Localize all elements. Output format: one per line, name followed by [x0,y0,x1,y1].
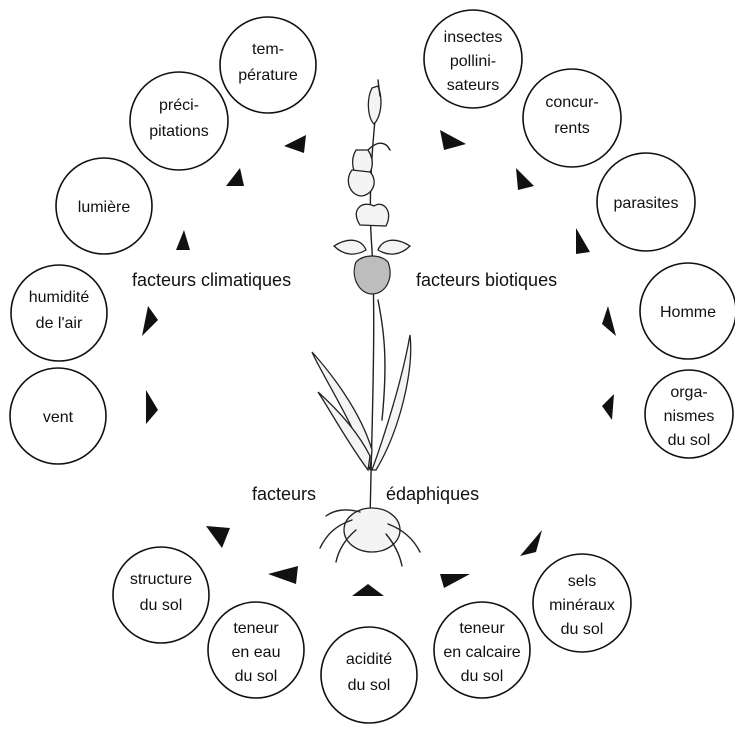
factor-label: sateurs [447,77,499,94]
factor-circle-parasites: parasites [597,153,695,251]
factor-label: minéraux [549,597,615,614]
factor-label: du sol [461,668,504,685]
factor-label: lumière [78,199,131,216]
factor-label: structure [130,571,192,588]
factor-label: en eau [232,644,281,661]
factor-label: acidité [346,651,392,668]
factor-label: orga- [670,384,707,401]
factor-label: du sol [561,621,604,638]
factor-label: de l'air [36,315,83,332]
arrow-precipitations [226,168,244,186]
factor-label: pérature [238,67,298,84]
climatic-factors-label: facteurs climatiques [132,270,291,290]
arrow-temperature [284,135,306,153]
arrow-vent [146,390,158,424]
factor-circle-insectes: insectes pollini- sateurs [424,10,522,108]
factor-circle-teneur-eau: teneur en eau du sol [208,602,304,698]
edaphic-factors-label-right: édaphiques [386,484,479,504]
arrow-lumiere [176,230,190,250]
factor-label: du sol [235,668,278,685]
biotic-factors-label: facteurs biotiques [416,270,557,290]
factor-label: tem- [252,41,284,58]
factor-circle-organismes: orga- nismes du sol [645,370,733,458]
factor-label: du sol [140,597,183,614]
factor-label: du sol [348,677,391,694]
factor-label: teneur [459,620,505,637]
arrow-parasites [576,228,590,254]
factor-circle-vent: vent [10,368,106,464]
edaphic-factors-label-left: facteurs [252,484,316,504]
arrow-homme [602,306,616,336]
factor-circle-precipitations: préci- pitations [130,72,228,170]
factor-label: Homme [660,304,716,321]
factor-label: sels [568,573,596,590]
factor-label: en calcaire [443,644,520,661]
factor-label: préci- [159,97,199,114]
factor-circle-concurrents: concur- rents [523,69,621,167]
factor-label: pollini- [450,53,496,70]
factor-label: concur- [545,94,598,111]
factor-circle-homme: Homme [640,263,735,359]
factor-label: insectes [444,29,503,46]
arrow-insectes [440,130,466,150]
factor-label: vent [43,409,74,426]
factor-label: humidité [29,289,90,306]
arrow-organismes [602,394,614,420]
arrow-sels [520,530,542,556]
factor-label: teneur [233,620,279,637]
factor-circle-temperature: tem- pérature [220,17,316,113]
arrow-structure [206,526,230,548]
arrow-concurrents [516,168,534,190]
factor-circle-structure: structure du sol [113,547,209,643]
factor-label: rents [554,120,590,137]
factor-label: du sol [668,432,711,449]
factor-circle-teneur-calcaire: teneur en calcaire du sol [434,602,530,698]
arrow-teneur-calcaire [440,574,470,588]
factor-circle-sels: sels minéraux du sol [533,554,631,652]
factor-circle-acidite: acidité du sol [321,627,417,723]
factor-circle-humidite: humidité de l'air [11,265,107,361]
arrow-teneur-eau [268,566,298,584]
factor-label: parasites [614,195,679,212]
factor-circle-lumiere: lumière [56,158,152,254]
factor-label: nismes [664,408,715,425]
factor-label: pitations [149,123,209,140]
arrow-humidite [142,306,158,336]
arrow-acidite [352,584,384,596]
